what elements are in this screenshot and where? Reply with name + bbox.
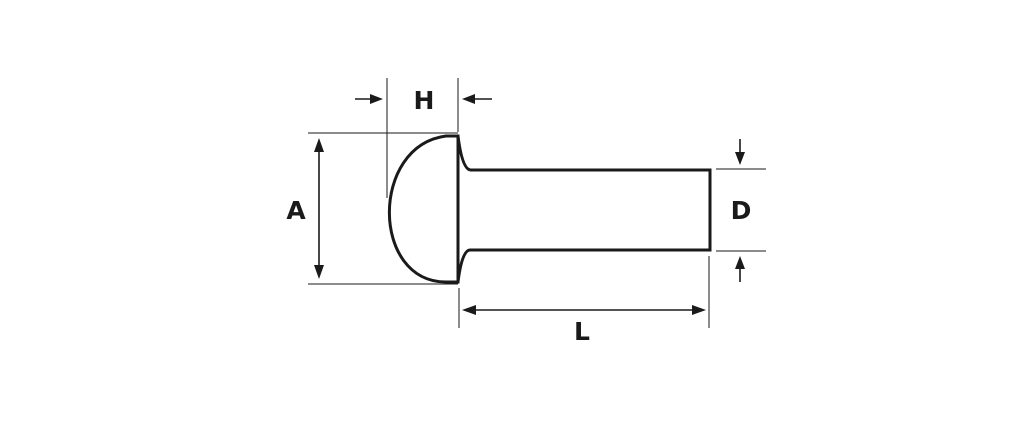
rivet-part — [388, 134, 712, 284]
label-l: L — [574, 317, 590, 346]
arrow-a-bottom-head — [314, 265, 324, 279]
rivet-fillet — [456, 135, 471, 283]
label-h: H — [414, 86, 435, 115]
arrow-h-left-head — [370, 94, 383, 104]
arrow-h-right-head — [462, 94, 475, 104]
arrow-l-left-head — [462, 305, 476, 315]
extension-lines — [308, 78, 766, 328]
dimension-l: L — [462, 305, 706, 346]
dimension-d: D — [731, 139, 752, 282]
label-d: D — [731, 196, 752, 225]
arrow-a-top-head — [314, 138, 324, 152]
dimension-h: H — [355, 86, 492, 115]
rivet-head — [388, 134, 460, 284]
dimension-a: A — [286, 138, 324, 279]
rivet-shank — [470, 168, 712, 252]
arrow-l-right-head — [692, 305, 706, 315]
arrow-d-bottom-head — [735, 256, 745, 269]
label-a: A — [286, 196, 306, 225]
arrow-d-top-head — [735, 152, 745, 165]
